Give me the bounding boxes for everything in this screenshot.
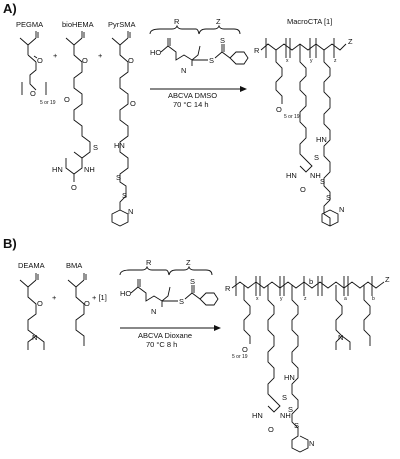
product-b-peg-o: O [242,345,248,354]
product-b-ring-nh: NH [280,411,291,420]
product-a-sub-z: z [334,58,337,64]
product-a-amide-hn: HN [316,135,327,144]
product-b-s1: S [288,405,293,414]
plus-sign-1: + [53,51,58,60]
cta-b-nitrile-n: N [151,307,156,316]
cta-ester-s: S [209,56,214,65]
monomer-label-biohema: bioHEMA [62,20,94,29]
cta-nitrile-n: N [181,66,186,75]
product-b-ring-s: S [282,393,287,402]
deama-ester-o: O [37,299,43,308]
pyrsma-structure: O O HN S S N [111,31,136,227]
pyrsma-pyridine-n: N [128,207,133,216]
product-a-peg-o: O [276,105,282,114]
conditions-a-line1: ABCVA DMSO [168,91,217,100]
cta-b-z-label: Z [186,258,191,267]
pyrsma-s2: S [122,191,127,200]
product-a-ring-s: S [314,153,319,162]
product-b-sub-b: b [372,296,375,302]
product-b-sub-a: a [344,296,347,302]
reaction-arrowhead-b [214,325,221,331]
bma-structure: O [67,273,90,346]
conditions-b-line1: ABCVA Dioxane [138,331,192,340]
conditions-a-line2: 70 °C 14 h [173,100,209,109]
pyrsma-carbonyl-o: O [130,99,136,108]
product-a-pyridine-n: N [339,205,344,214]
product-a-sub-x: x [286,58,289,64]
biohema-urea-o: O [71,183,77,192]
plus-sign-2: + [98,51,103,60]
pyrsma-ester-o: O [128,56,134,65]
product-a-sub-y: y [310,58,313,64]
pegma-carbonyl-o: O [37,56,43,65]
cta-z-label: Z [216,17,221,26]
product-b-sub-z: z [304,296,307,302]
reaction-arrowhead-a [240,86,247,92]
pegma-structure: O O 5 or 19 [19,31,56,106]
product-b-ring-hn: HN [252,411,263,420]
plus-macro-cta: + [1] [92,293,107,302]
monomer-label-bma: BMA [66,261,82,270]
conditions-b-line2: 70 °C 8 h [146,340,177,349]
product-b-peg-repeat: 5 or 19 [232,354,248,360]
cta-b-thio-s: S [190,277,195,286]
panel-b-label: B) [3,236,17,251]
deama-structure: O N [19,273,45,350]
cta-structure-a: HO N S S [150,36,249,75]
product-a-s1: S [320,177,325,186]
product-b-pyridine-n: N [309,439,314,448]
biohema-structure: O O S HN NH O [52,31,98,192]
monomer-label-pyrsma: PyrSMA [108,20,136,29]
product-b-urea-o: O [268,425,274,434]
pyrsma-s1: S [116,173,121,182]
biohema-ring-hn: HN [52,165,63,174]
product-b-z: Z [385,275,390,284]
biohema-ester-o: O [82,56,88,65]
plus-sign-3: + [52,293,57,302]
cta-acid-ho: HO [150,48,161,57]
block-copolymer-structure: R x y z b a b Z O 5 or 19 S HN NH O HN S… [225,275,390,453]
product-a-urea-o: O [300,185,306,194]
product-b-amine-n: N [338,333,343,342]
cta-r-label: R [174,17,180,26]
monomer-label-pegma: PEGMA [16,20,43,29]
panel-a-label: A) [3,1,17,16]
product-b-sub-y: y [280,296,283,302]
deama-amine-n: N [32,333,37,342]
panel-a: A) PEGMA bioHEMA PyrSMA O O 5 or 19 + O … [3,1,353,227]
product-a-z: Z [348,37,353,46]
biohema-ring-s: S [93,143,98,152]
cta-b-ester-s: S [179,297,184,306]
pegma-ether-o: O [30,89,36,98]
cta-b-acid-ho: HO [120,289,131,298]
pegma-repeat-label: 5 or 19 [40,100,56,106]
product-a-s2: S [326,193,331,202]
product-a-r: R [254,46,260,55]
macrocta-structure: R x y z Z O 5 or 19 S HN NH O HN S S N [254,37,353,227]
product-a-label: MacroCTA [1] [287,17,332,26]
monomer-label-deama: DEAMA [18,261,45,270]
biohema-ring-nh: NH [84,165,95,174]
product-a-ring-nh: NH [310,171,321,180]
product-b-r: R [225,284,231,293]
product-b-block-b: b [309,277,313,286]
cta-thio-s: S [220,36,225,45]
pyrsma-amide-hn: HN [114,141,125,150]
product-b-amide-hn: HN [284,373,295,382]
biohema-carbonyl-o: O [64,95,70,104]
cta-structure-b: HO N S S [120,277,219,316]
product-a-ring-hn: HN [286,171,297,180]
panel-b: B) DEAMA BMA O N + O + [1] R Z HO N S S [3,236,390,453]
product-b-s2: S [294,421,299,430]
bma-ester-o: O [84,299,90,308]
product-b-sub-x: x [256,296,259,302]
cta-b-r-label: R [146,258,152,267]
product-a-peg-repeat: 5 or 19 [284,114,300,120]
